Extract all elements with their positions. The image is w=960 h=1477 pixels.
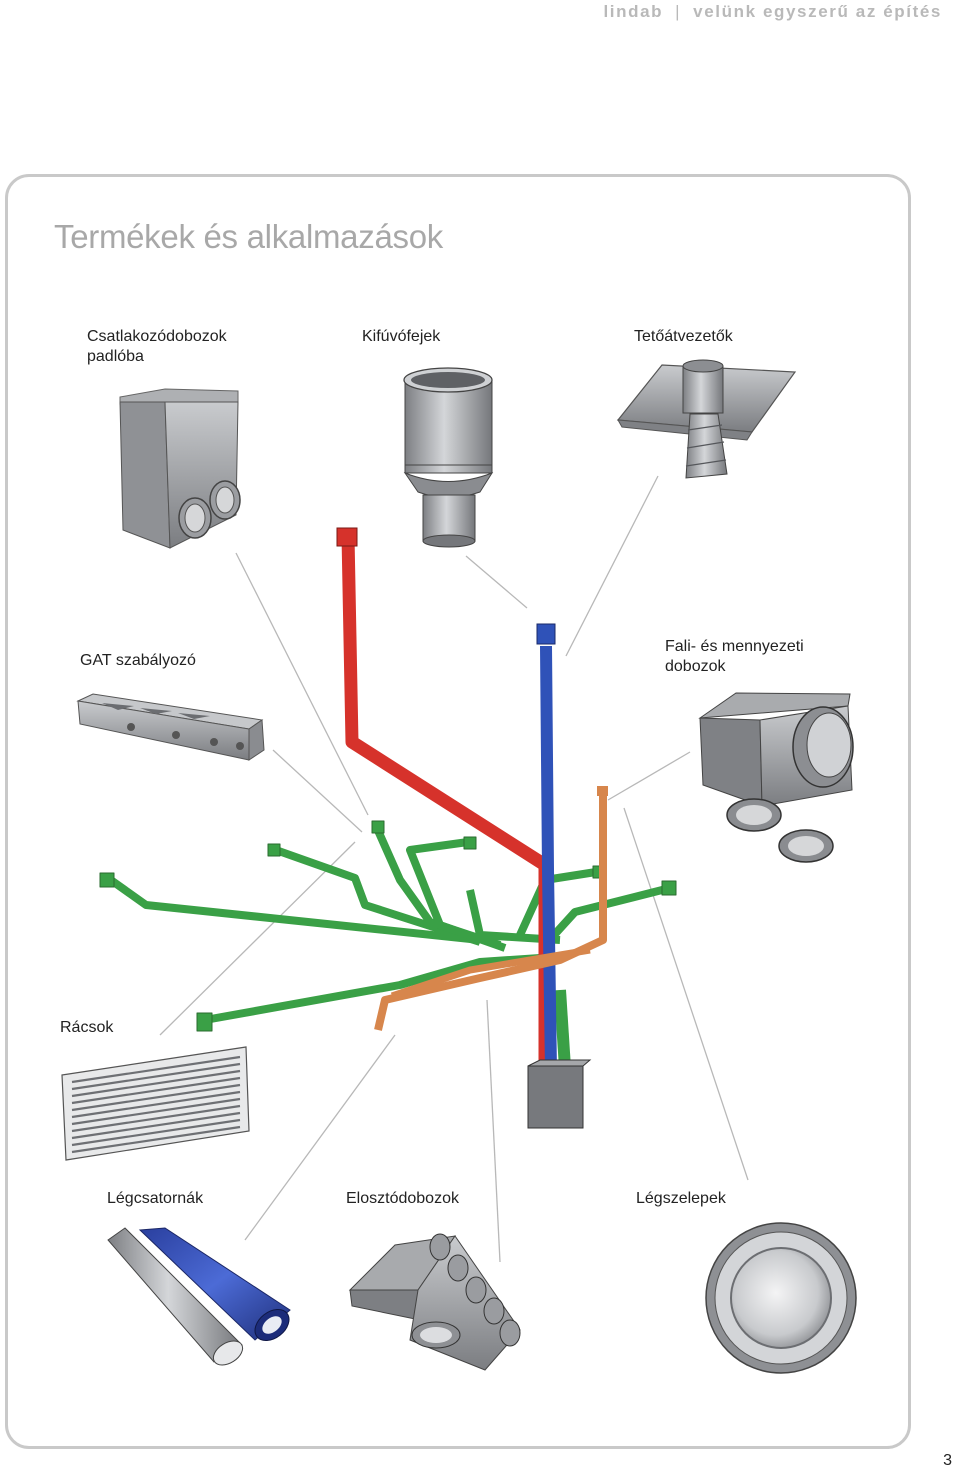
- label-wall-boxes: Fali- és mennyezeti dobozok: [665, 637, 804, 677]
- label-plenum-boxes: Elosztódobozok: [346, 1190, 459, 1207]
- air-valve-image: [705, 1222, 857, 1374]
- duct-system-image: [99, 527, 677, 1129]
- plenum-box-image: [348, 1233, 521, 1371]
- content-frame: [5, 174, 911, 1449]
- outlet-head-image: [403, 367, 494, 548]
- brand-tagline: velünk egyszerű az építés: [693, 2, 942, 21]
- label-roof-penetrations: Tetőátvezetők: [634, 328, 733, 345]
- ducts-image: [107, 1227, 291, 1366]
- label-floor-boxes: Csatlakozódobozok padlóba: [87, 327, 227, 367]
- label-floor-boxes-line2: padlóba: [87, 348, 144, 365]
- gat-regulator-image: [76, 693, 265, 761]
- label-gat-regulator: GAT szabályozó: [80, 652, 196, 669]
- wall-box-image: [698, 692, 854, 863]
- leader-lines: [159, 475, 749, 1263]
- grille-image: [61, 1046, 250, 1161]
- label-floor-boxes-line1: Csatlakozódobozok: [87, 328, 227, 345]
- page-header: lindab | velünk egyszerű az építés: [603, 2, 942, 22]
- label-wall-boxes-line1: Fali- és mennyezeti: [665, 638, 804, 655]
- page-number: 3: [943, 1452, 952, 1469]
- label-grilles: Rácsok: [60, 1019, 114, 1036]
- page-title: Termékek és alkalmazások: [54, 218, 443, 255]
- floor-box-image: [119, 388, 241, 549]
- label-air-valves: Légszelepek: [636, 1190, 726, 1207]
- brand-name: lindab: [603, 2, 664, 21]
- roof-penetration-image: [616, 359, 797, 479]
- label-wall-boxes-line2: dobozok: [665, 658, 726, 675]
- label-outlets: Kifúvófejek: [362, 328, 441, 345]
- header-separator: |: [675, 2, 682, 21]
- label-ducts: Légcsatornák: [107, 1190, 204, 1207]
